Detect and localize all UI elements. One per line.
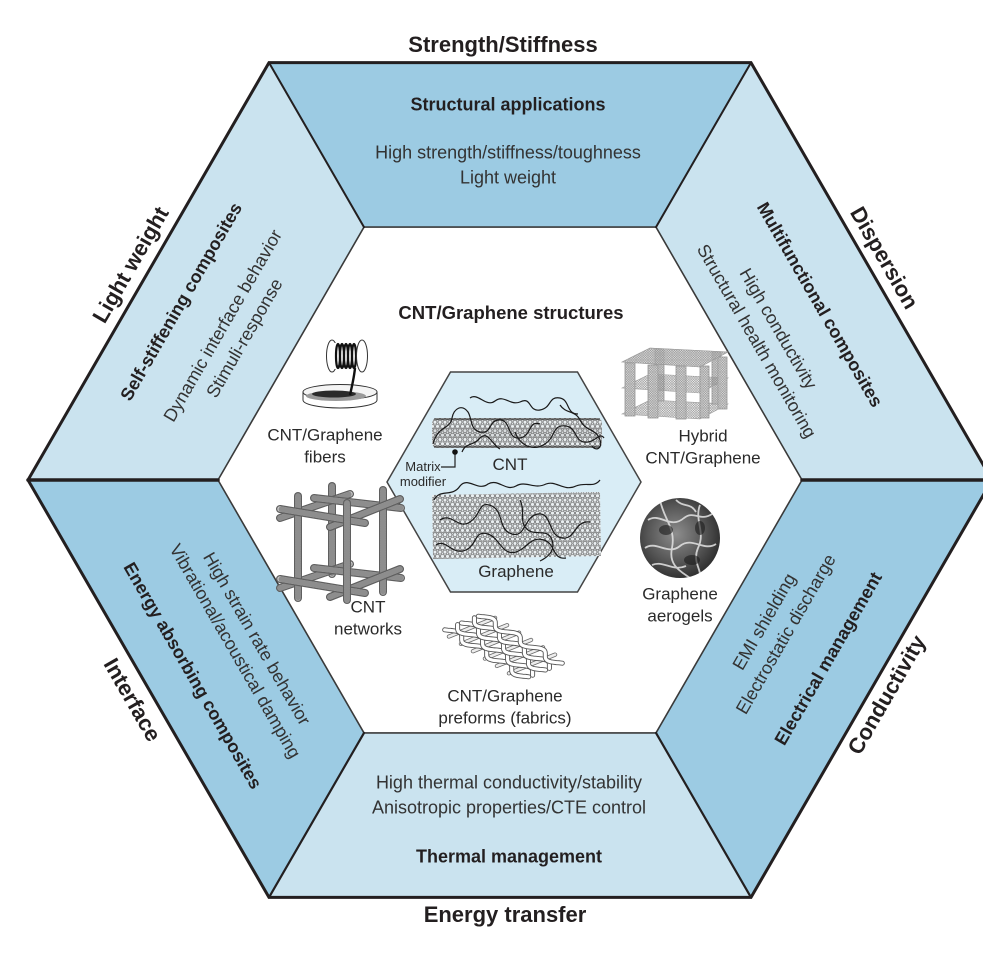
label-aerogels: Graphene aerogels <box>642 584 718 627</box>
panel-energy-absorbing-bg <box>28 480 364 898</box>
preforms-fabric-illustration <box>442 613 565 680</box>
panel-line: Light weight <box>459 166 557 187</box>
label-cnt: CNT <box>492 455 528 474</box>
separator-top-left <box>268 61 365 229</box>
label-line: networks <box>333 619 403 638</box>
matrix-modifier-pointer <box>441 449 458 468</box>
label-matrix-modifier: Matrix modifier <box>400 459 446 489</box>
label-line: CNT/Graphene <box>267 425 383 445</box>
graphene-sheet-illustration <box>432 479 601 562</box>
fabric-weft-thread <box>475 613 565 666</box>
panel-separators <box>26 61 983 899</box>
fabric-weft-thread <box>459 620 548 673</box>
panel-electrical-management-bg <box>656 480 983 898</box>
panel-thermal-management-bg <box>269 732 751 898</box>
panel-title: Thermal management <box>415 845 603 866</box>
cnt-tube-illustration <box>432 396 605 453</box>
fibers-illustration <box>302 339 378 409</box>
edge-label-energy-transfer: Energy transfer <box>423 902 587 927</box>
outer-hexagon <box>26 61 983 899</box>
polymer-chains <box>432 396 605 453</box>
label-line: CNT/Graphene <box>447 686 563 706</box>
panel-title: Structural applications <box>410 94 606 115</box>
panel-line: Anisotropic properties/CTE control <box>371 797 647 818</box>
label-line: Graphene <box>642 584 718 604</box>
fabric-weft-thread <box>442 627 532 680</box>
edge-label-strength-stiffness: Strength/Stiffness <box>408 32 598 57</box>
label-line: aerogels <box>647 606 713 625</box>
hybrid-structure-illustration <box>620 347 730 420</box>
fabric-weft-thread <box>455 622 536 678</box>
panel-structural-applications-bg <box>269 62 751 228</box>
cnt-networks-illustration <box>276 482 405 604</box>
label-graphene: Graphene <box>478 562 554 581</box>
panel-multifunctional-composites-bg <box>656 62 983 480</box>
label-hybrid: Hybrid CNT/Graphene <box>645 426 760 469</box>
label-fibers: CNT/Graphene fibers <box>267 425 382 468</box>
panel-line: High strength/stiffness/toughness <box>375 141 641 162</box>
label-line: Matrix <box>405 459 441 474</box>
label-preforms: CNT/Graphene preforms (fabrics) <box>438 686 571 729</box>
center-title: CNT/Graphene structures <box>398 302 624 323</box>
separator-bottom-left <box>267 731 366 899</box>
panel-self-stiffening-bg <box>28 62 364 480</box>
label-line: CNT/Graphene <box>645 448 761 467</box>
label-line: preforms (fabrics) <box>438 708 572 727</box>
polymer-chains <box>433 479 601 562</box>
panel-structural-applications: Structural applications High strength/st… <box>375 92 641 190</box>
panel-thermal-management: High thermal conductivity/stability Anis… <box>372 770 646 868</box>
label-line: CNT <box>350 597 386 617</box>
label-line: modifier <box>399 474 447 489</box>
label-line: Hybrid <box>678 426 728 446</box>
separator-top-right <box>655 61 752 229</box>
graphene-aerogel-illustration <box>640 498 720 578</box>
label-networks: CNT networks <box>334 597 402 640</box>
fabric-weft-thread <box>471 615 552 671</box>
panel-line: High thermal conductivity/stability <box>375 772 643 793</box>
label-line: fibers <box>304 447 346 466</box>
separator-bottom-right <box>654 731 753 899</box>
